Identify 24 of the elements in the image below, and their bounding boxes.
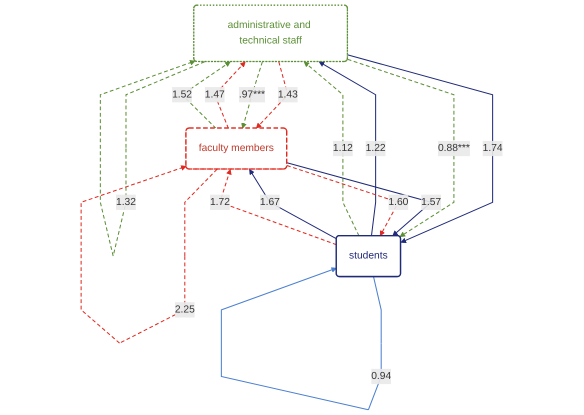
edge-label: 1.67 xyxy=(260,196,280,208)
edge-label: 0.88*** xyxy=(438,142,470,154)
edge-label: 1.57 xyxy=(421,196,442,208)
arrow xyxy=(249,169,337,240)
edge-label: 1.22 xyxy=(366,142,386,154)
arrow xyxy=(220,267,382,410)
arrow xyxy=(256,62,289,129)
edge-label: 0.94 xyxy=(371,370,392,382)
arrow xyxy=(80,165,218,344)
edge-label: 1.72 xyxy=(210,196,230,208)
arrow xyxy=(100,60,205,256)
arrow xyxy=(348,54,494,244)
edge-label: 1.12 xyxy=(333,142,353,154)
arrow xyxy=(304,62,360,236)
arrow xyxy=(318,62,376,236)
edge-label: 1.60 xyxy=(388,196,409,208)
edge-label: 1.47 xyxy=(204,88,225,100)
edge-label: 1.43 xyxy=(278,88,298,100)
edge-label: 1.52 xyxy=(172,88,192,100)
edge-label: .97*** xyxy=(238,88,266,100)
arrow xyxy=(348,58,455,238)
edge-label: 1.32 xyxy=(116,196,136,208)
edge-label: 1.74 xyxy=(482,142,503,154)
edge-label: 2.25 xyxy=(174,304,195,315)
